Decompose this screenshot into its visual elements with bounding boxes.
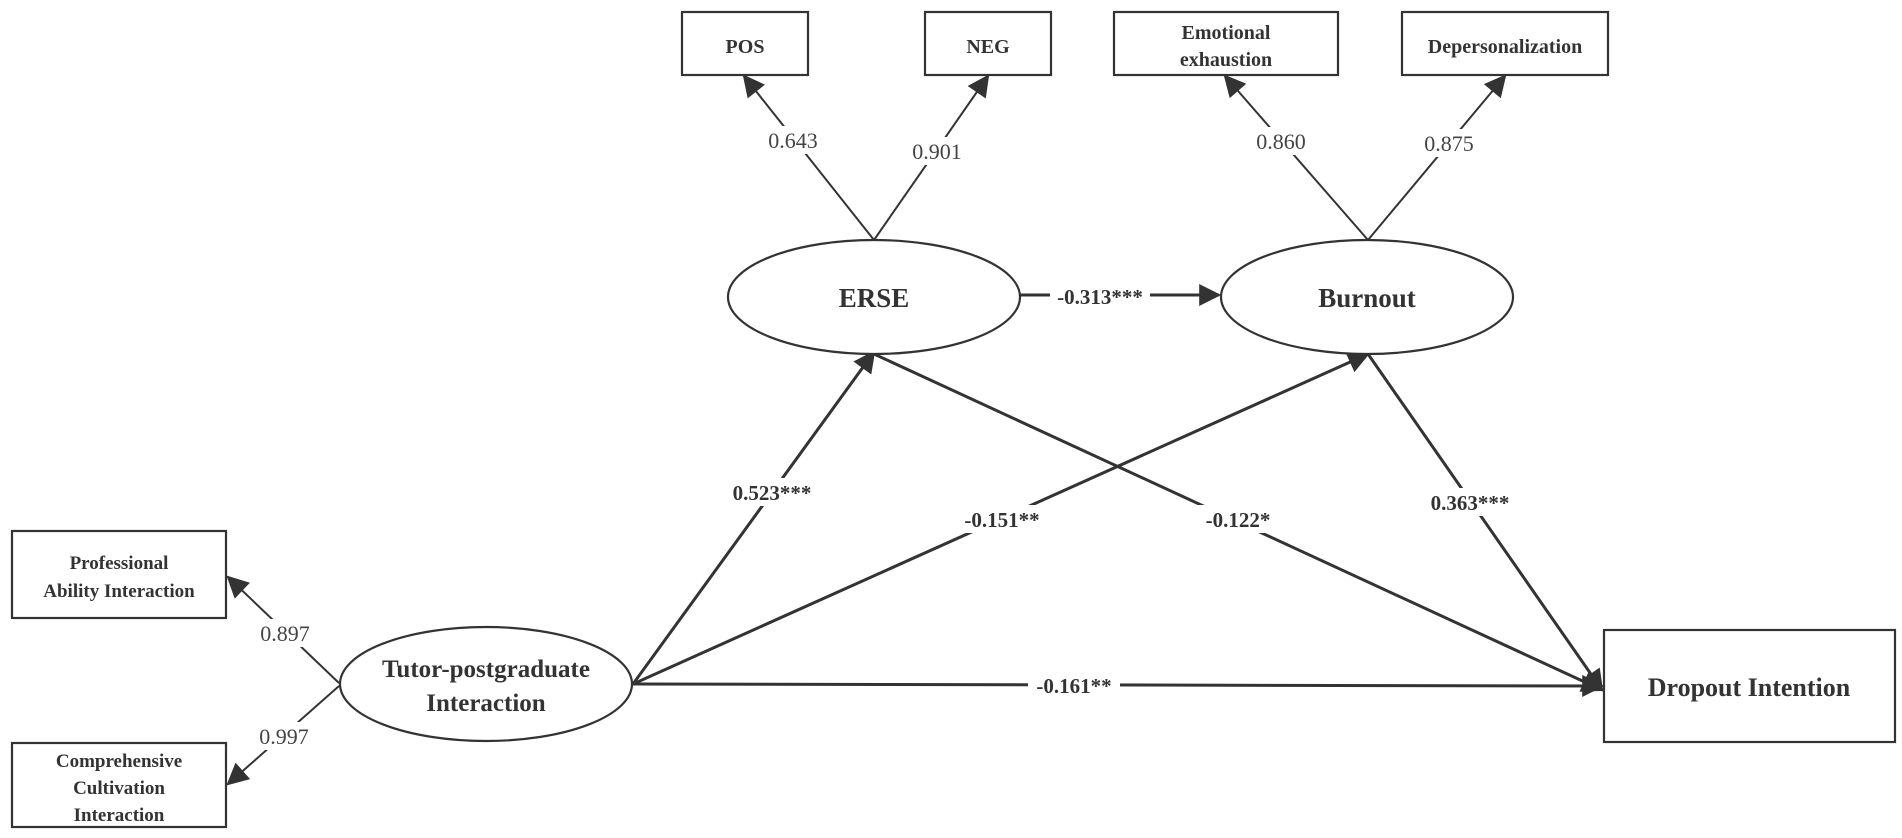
- loading-label-neg: 0.901: [912, 139, 962, 164]
- loading-arrow-depersonalization: [1367, 74, 1507, 241]
- loading-label-depersonalization: 0.875: [1424, 131, 1474, 156]
- node-emotional-exhaustion: Emotional exhaustion: [1112, 10, 1340, 77]
- node-pos: POS: [680, 10, 810, 77]
- node-tutor-label-1: Tutor-postgraduate: [382, 656, 590, 683]
- loading-label-depersonalization-group: 0.875: [1418, 129, 1480, 157]
- node-neg: NEG: [923, 10, 1053, 77]
- loading-label-emotional-group: 0.860: [1250, 127, 1312, 155]
- path-burnout-dropout: [1366, 353, 1604, 692]
- node-comprehensive-label-1: Comprehensive: [56, 751, 182, 772]
- loading-label-emotional: 0.860: [1256, 129, 1306, 154]
- loading-label-neg-group: 0.901: [906, 137, 968, 165]
- loading-arrow-pos: [742, 74, 875, 241]
- node-professional-label-1: Professional: [70, 553, 169, 574]
- node-neg-label: NEG: [966, 36, 1010, 58]
- path-label-tutor-erse: 0.523***: [733, 481, 812, 505]
- path-label-tutor-burnout: -0.151**: [964, 508, 1039, 532]
- path-label-erse-burnout: -0.313***: [1057, 285, 1143, 309]
- path-label-burnout-dropout-group: 0.363***: [1422, 488, 1518, 516]
- loading-arrow-emotional: [1223, 74, 1369, 241]
- path-label-erse-dropout: -0.122*: [1206, 508, 1271, 532]
- node-emotional-label-2: exhaustion: [1180, 49, 1272, 71]
- node-pos-label: POS: [726, 36, 765, 58]
- node-erse: ERSE: [726, 238, 1022, 356]
- path-label-tutor-erse-group: 0.523***: [724, 478, 820, 506]
- path-label-tutor-dropout-group: -0.161**: [1028, 673, 1120, 699]
- node-comprehensive-cultivation: Comprehensive Cultivation Interaction: [10, 741, 228, 829]
- loading-label-professional: 0.897: [260, 621, 310, 646]
- node-erse-label: ERSE: [839, 283, 910, 313]
- path-label-tutor-burnout-group: -0.151**: [956, 505, 1048, 533]
- node-comprehensive-label-2: Cultivation: [73, 778, 165, 799]
- path-label-tutor-dropout: -0.161**: [1036, 674, 1111, 698]
- node-burnout-label: Burnout: [1318, 283, 1416, 313]
- loading-label-comprehensive-group: 0.997: [253, 722, 315, 750]
- node-tutor-label-2: Interaction: [426, 690, 546, 717]
- node-depersonalization: Depersonalization: [1400, 10, 1610, 77]
- loading-label-comprehensive: 0.997: [259, 724, 309, 749]
- node-emotional-label-1: Emotional: [1182, 22, 1271, 44]
- node-tutor-postgraduate: Tutor-postgraduate Interaction: [338, 625, 634, 743]
- path-label-erse-dropout-group: -0.122*: [1194, 505, 1282, 533]
- node-professional-label-2: Ability Interaction: [43, 581, 195, 602]
- path-label-erse-burnout-group: -0.313***: [1050, 283, 1150, 309]
- loading-label-pos-group: 0.643: [762, 126, 824, 154]
- node-depersonalization-label: Depersonalization: [1428, 36, 1582, 58]
- node-comprehensive-label-3: Interaction: [74, 805, 165, 826]
- path-tutor-erse: [631, 350, 876, 685]
- loading-label-pos: 0.643: [768, 128, 818, 153]
- loading-label-professional-group: 0.897: [254, 619, 316, 647]
- node-dropout-label: Dropout Intention: [1648, 673, 1851, 702]
- node-burnout: Burnout: [1219, 238, 1515, 356]
- node-dropout-intention: Dropout Intention: [1602, 628, 1897, 744]
- path-label-burnout-dropout: 0.363***: [1431, 491, 1510, 515]
- node-professional-ability: Professional Ability Interaction: [10, 529, 228, 620]
